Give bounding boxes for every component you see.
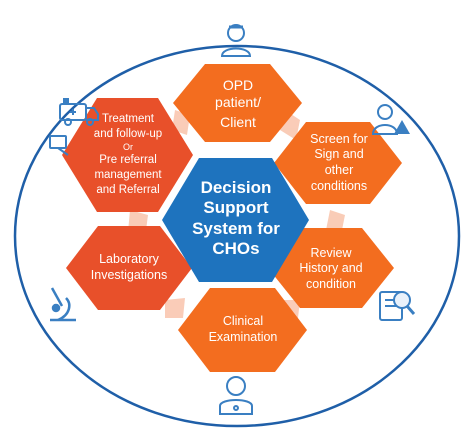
hex-lab <box>66 226 192 310</box>
nurse-icon <box>220 24 252 57</box>
center-line: System for <box>192 218 280 238</box>
hex-opd <box>173 64 302 142</box>
outer-ring <box>13 44 461 428</box>
node-review-line: Review <box>310 245 352 260</box>
node-opd-line: Client <box>220 113 256 130</box>
node-screen-line: Sign and <box>314 147 364 162</box>
node-treatment-line: Treatment <box>102 112 154 125</box>
node-screen-line: Screen for <box>310 131 368 146</box>
node-screen-line: other <box>324 163 354 177</box>
hex-treatment <box>62 98 193 212</box>
node-review-line: History and <box>299 261 363 276</box>
document-search-icon <box>379 291 416 321</box>
center-title: Decision Support System for CHOs <box>170 178 302 260</box>
node-treatment-line: and follow-up <box>93 127 163 140</box>
center-line: Support <box>203 198 269 218</box>
hex-screen <box>274 122 402 204</box>
node-clinical: Clinical Examination <box>184 306 302 354</box>
ambulance-icon <box>49 98 99 156</box>
patient-warning-icon <box>371 104 410 135</box>
node-review-line: condition <box>305 276 357 291</box>
center-line: Decision <box>200 178 272 197</box>
node-clinical-line: Examination <box>208 330 278 344</box>
node-treatment: Treatment and follow-up Or Pre referral … <box>66 106 190 204</box>
node-treatment-line: and Referral <box>96 184 160 197</box>
node-lab: Laboratory Investigations <box>70 244 188 292</box>
doctor-icon <box>219 376 253 415</box>
hex-review <box>268 228 394 308</box>
node-screen: Screen for Sign and other conditions <box>280 128 398 198</box>
node-clinical-line: Clinical <box>222 314 264 329</box>
node-opd-line: patient/ <box>215 94 261 111</box>
node-review: Review History and condition <box>272 240 390 298</box>
node-opd: OPD patient/ Client <box>178 72 298 136</box>
node-lab-line: Laboratory <box>99 252 159 267</box>
microscope-icon <box>50 287 76 322</box>
hex-clinical <box>178 288 307 372</box>
node-opd-line: OPD <box>222 76 254 93</box>
node-treatment-or: Or <box>123 141 133 152</box>
node-treatment-line: management <box>94 169 162 182</box>
node-lab-line: Investigations <box>90 268 168 282</box>
center-line: CHOs <box>212 239 260 259</box>
hex-center <box>162 158 309 282</box>
node-treatment-line: Pre referral <box>99 154 157 167</box>
node-screen-line: conditions <box>310 178 368 193</box>
